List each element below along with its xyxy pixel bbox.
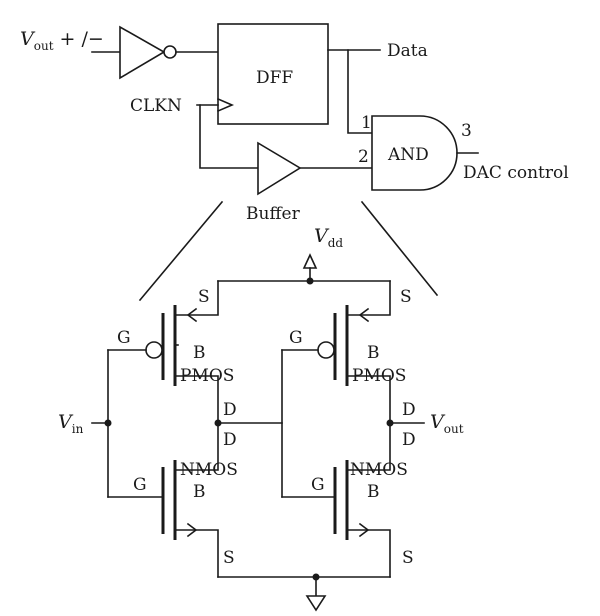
right-nmos-d-label: D (402, 430, 416, 450)
left-pmos-body-arrow (186, 307, 198, 323)
left-pmos-drain-wire (174, 375, 219, 424)
buffer-label: Buffer (246, 204, 301, 224)
right-nmos-drain-wire (346, 422, 391, 471)
zoom-line-left (138, 200, 224, 302)
right-pmos-label: PMOS (352, 366, 406, 386)
and-label: AND (387, 145, 429, 165)
vout-label: Vout (430, 411, 464, 436)
left-pmos-b-label: B (193, 343, 206, 363)
right-pmos-gate-bubble (317, 341, 335, 359)
left-nmos-s-label: S (223, 548, 235, 568)
left-pmos-d-label: D (223, 400, 237, 420)
vin-label: Vin (58, 411, 84, 436)
data-output-label: Data (387, 41, 428, 61)
right-pmos-d-label: D (402, 400, 416, 420)
inverter-symbol (119, 25, 166, 80)
and-pin-1-label: 1 (361, 113, 372, 133)
right-nmos-b-label: B (367, 482, 380, 502)
vdd-node-dot (306, 277, 314, 285)
left-nmos-source-wire (174, 529, 219, 578)
right-pmos-source-wire (346, 280, 391, 316)
buffer-symbol (257, 141, 302, 196)
clkn-to-buffer-wire (199, 104, 259, 169)
and-gate-symbol (371, 115, 458, 191)
right-nmos-label: NMOS (350, 460, 408, 480)
left-nmos-label: NMOS (180, 460, 238, 480)
dac-control-label: DAC control (463, 163, 569, 183)
left-pmos-source-wire (174, 280, 219, 316)
clkn-label: CLKN (130, 96, 182, 116)
right-pmos-s-label: S (400, 287, 412, 307)
right-pmos-body-arrow (358, 307, 370, 323)
vdd-arrow (302, 253, 318, 269)
zoom-line-right (360, 200, 439, 297)
vin-node-dot (104, 419, 112, 427)
dff-label: DFF (256, 68, 293, 88)
left-nmos-d-label: D (223, 430, 237, 450)
right-pmos-b-label: B (367, 343, 380, 363)
and-pin-2-label: 2 (358, 147, 369, 167)
right-pmos-drain-wire (346, 375, 391, 424)
left-nmos-drain-wire (174, 422, 219, 471)
right-nmos-body-arrow (358, 522, 370, 538)
dff-clock-triangle (216, 97, 235, 113)
vdd-label: Vdd (314, 225, 343, 250)
left-pmos-s-label: S (198, 287, 210, 307)
left-nmos-body-arrow (186, 522, 198, 538)
left-nmos-g-label: G (133, 475, 147, 495)
right-nmos-g-label: G (311, 475, 325, 495)
right-nmos-s-label: S (402, 548, 414, 568)
ground-symbol (305, 595, 327, 612)
right-pmos-g-label: G (289, 328, 303, 348)
left-nmos-b-label: B (193, 482, 206, 502)
inverter-bubble (163, 45, 177, 59)
vout-input-label: Vout + /− (20, 28, 104, 53)
right-nmos-source-wire (346, 529, 391, 578)
left-pmos-gate-bubble (145, 341, 163, 359)
left-pmos-g-label: G (117, 328, 131, 348)
left-pmos-label: PMOS (180, 366, 234, 386)
dff-block (217, 23, 329, 125)
data-to-and-wire (347, 49, 373, 134)
and-pin-3-label: 3 (461, 121, 472, 141)
